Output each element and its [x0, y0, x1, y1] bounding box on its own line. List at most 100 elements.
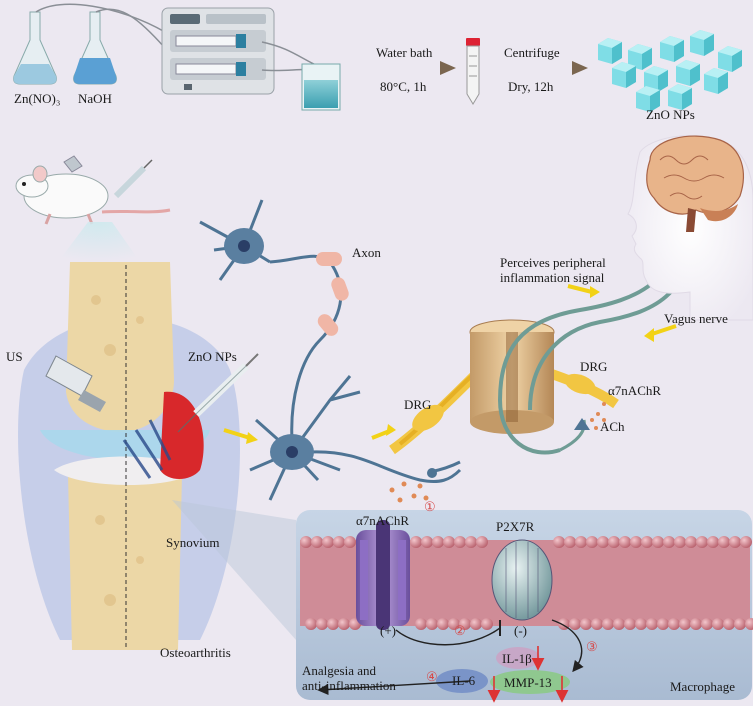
us-label: US — [6, 349, 23, 364]
lipid-head — [465, 536, 477, 548]
mouse-syringe — [113, 159, 153, 199]
lipid-head — [729, 536, 741, 548]
zno-injection-label: ZnO NPs — [188, 349, 237, 364]
zoom-wedge — [172, 500, 296, 640]
us-probe — [45, 355, 106, 412]
product-label: ZnO NPs — [646, 107, 695, 122]
lipid-head — [646, 618, 658, 630]
lipid-head — [674, 536, 686, 548]
reagent-naoh-label: NaOH — [78, 91, 112, 106]
beaker — [301, 63, 341, 111]
drg-left-label: DRG — [404, 397, 432, 412]
lipid-head — [597, 536, 609, 548]
lipid-head — [481, 618, 493, 630]
lipid-head — [740, 536, 752, 548]
lipid-head — [476, 536, 488, 548]
plus-label: (+) — [380, 623, 396, 638]
lipid-head — [707, 536, 719, 548]
perceives-label: Perceives peripheral inflammation signal — [500, 255, 606, 285]
lipid-head — [569, 618, 581, 630]
joint-syringe — [177, 353, 259, 433]
mouse — [15, 165, 171, 225]
lipid-head — [668, 618, 680, 630]
lipid-head — [602, 618, 614, 630]
lipid-head — [454, 536, 466, 548]
flask-zn-nitrate — [13, 11, 57, 85]
p2x7r-channel — [491, 539, 553, 621]
lipid-head — [322, 536, 334, 548]
lipid-head — [635, 618, 647, 630]
minus-label: (-) — [514, 623, 527, 638]
zno-nanoparticles — [598, 30, 742, 112]
lipid-head — [608, 536, 620, 548]
centrifuge-label: Centrifuge — [504, 45, 560, 60]
lipid-head — [745, 618, 753, 630]
lipid-head — [712, 618, 724, 630]
lipid-head — [734, 618, 746, 630]
lipid-head — [553, 536, 565, 548]
knee-joint — [18, 262, 240, 650]
lipid-head — [652, 536, 664, 548]
lipid-head — [657, 618, 669, 630]
water-bath-label: Water bath — [376, 45, 433, 60]
lipid-head — [641, 536, 653, 548]
centrifuge-condition: Dry, 12h — [508, 79, 554, 94]
axon — [290, 252, 349, 441]
lipid-head — [333, 536, 345, 548]
ach-label: ACh — [600, 419, 625, 434]
step-1-marker: ① — [424, 499, 436, 514]
lipid-head — [624, 618, 636, 630]
lipid-head — [448, 618, 460, 630]
lipid-head — [410, 536, 422, 548]
macrophage-label: Macrophage — [670, 679, 735, 694]
vagus-nerve-label: Vagus nerve — [664, 311, 728, 326]
lipid-head — [426, 618, 438, 630]
lipid-head — [690, 618, 702, 630]
il1b-label: IL-1β — [502, 651, 532, 666]
lipid-head — [685, 536, 697, 548]
lipid-head — [443, 536, 455, 548]
step-2-marker: ② — [454, 623, 466, 638]
lipid-head — [305, 618, 317, 630]
lipid-head — [564, 536, 576, 548]
step-4-marker: ④ — [426, 669, 438, 684]
zoom-beam — [58, 222, 140, 262]
lipid-head — [459, 618, 471, 630]
lipid-head — [432, 536, 444, 548]
synovium-label: Synovium — [166, 535, 220, 550]
lipid-head — [723, 618, 735, 630]
lipid-head — [630, 536, 642, 548]
ach-dots-left — [389, 481, 429, 503]
osteoarthritis-label: Osteoarthritis — [160, 645, 231, 660]
neuron-bottom — [249, 375, 462, 501]
lipid-head — [415, 618, 427, 630]
lipid-head — [613, 618, 625, 630]
neuron-top — [199, 199, 331, 281]
lipid-head — [575, 536, 587, 548]
centrifuge-tube — [466, 38, 480, 105]
lipid-head — [619, 536, 631, 548]
a7nachr-right-label: α7nAChR — [608, 383, 662, 398]
spinal-cord — [469, 319, 555, 434]
p2x7r-label: P2X7R — [496, 519, 535, 534]
lipid-head — [344, 536, 356, 548]
mouse-us-probe — [63, 155, 83, 173]
reagent-zn-nitrate-label: Zn(NO)₃ — [14, 91, 61, 106]
lipid-head — [300, 536, 312, 548]
lipid-head — [421, 536, 433, 548]
ach-dots-right — [590, 402, 606, 430]
lipid-head — [316, 618, 328, 630]
lipid-head — [437, 618, 449, 630]
mmp13-label: MMP-13 — [504, 675, 552, 690]
a7nachr-channel — [356, 520, 410, 630]
lipid-head — [696, 536, 708, 548]
flask-naoh — [73, 11, 117, 85]
syringe-pump — [161, 7, 275, 95]
lipid-head — [718, 536, 730, 548]
lipid-head — [470, 618, 482, 630]
lipid-head — [701, 618, 713, 630]
axon-label: Axon — [352, 245, 381, 260]
lipid-head — [586, 536, 598, 548]
